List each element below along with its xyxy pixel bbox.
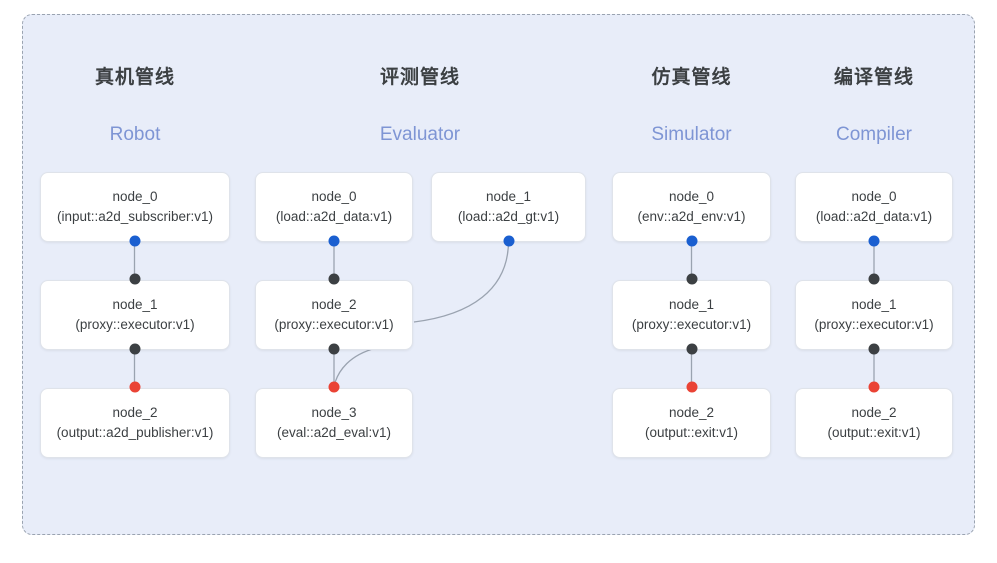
column-title-en-robot: Robot	[109, 124, 161, 145]
port-out-evaluator-2-icon[interactable]	[328, 343, 340, 355]
port-in-simulator-2-icon[interactable]	[686, 381, 697, 393]
node-type: (output::a2d_publisher:v1)	[56, 425, 214, 440]
node-evaluator-3[interactable]: node_3 (eval::a2d_eval:v1)	[255, 388, 413, 458]
node-name: node_0	[112, 189, 158, 204]
port-out-robot-1-icon[interactable]	[129, 343, 140, 355]
node-robot-2[interactable]: node_2 (output::a2d_publisher:v1)	[40, 388, 230, 458]
node-evaluator-1[interactable]: node_1 (load::a2d_gt:v1)	[431, 172, 586, 242]
node-type: (env::a2d_env:v1)	[637, 209, 746, 224]
column-title-en-simulator: Simulator	[651, 124, 732, 145]
port-in-robot-2-icon[interactable]	[129, 381, 140, 393]
port-out-evaluator-1-icon[interactable]	[503, 235, 514, 247]
node-simulator-1[interactable]: node_1 (proxy::executor:v1)	[612, 280, 771, 350]
column-title-en-evaluator: Evaluator	[379, 124, 461, 145]
node-type: (proxy::executor:v1)	[75, 317, 195, 332]
node-name: node_2	[112, 405, 158, 420]
node-type: (load::a2d_data:v1)	[815, 209, 933, 224]
port-out-compiler-0-icon[interactable]	[868, 235, 880, 247]
port-in-compiler-2-icon[interactable]	[868, 381, 880, 393]
node-type: (output::exit:v1)	[827, 425, 921, 440]
node-name: node_1	[485, 189, 532, 204]
column-title-cn-evaluator: 评测管线	[379, 67, 460, 88]
column-title-cn-robot: 真机管线	[94, 67, 175, 88]
node-type: (load::a2d_gt:v1)	[457, 209, 560, 224]
node-type: (input::a2d_subscriber:v1)	[56, 209, 214, 224]
node-evaluator-0[interactable]: node_0 (load::a2d_data:v1)	[255, 172, 413, 242]
node-name: node_2	[668, 405, 715, 420]
port-out-compiler-1-icon[interactable]	[868, 343, 880, 355]
port-out-robot-0-icon[interactable]	[129, 235, 140, 247]
node-type: (proxy::executor:v1)	[274, 317, 394, 332]
node-compiler-2[interactable]: node_2 (output::exit:v1)	[795, 388, 953, 458]
port-in-robot-1-icon[interactable]	[129, 273, 140, 285]
node-name: node_0	[668, 189, 715, 204]
node-name: node_1	[851, 297, 897, 312]
node-robot-1[interactable]: node_1 (proxy::executor:v1)	[40, 280, 230, 350]
port-in-evaluator-2-icon[interactable]	[328, 273, 340, 285]
port-out-simulator-1-icon[interactable]	[686, 343, 697, 355]
node-simulator-0[interactable]: node_0 (env::a2d_env:v1)	[612, 172, 771, 242]
node-name: node_0	[851, 189, 897, 204]
node-type: (eval::a2d_eval:v1)	[276, 425, 392, 440]
port-out-simulator-0-icon[interactable]	[686, 235, 697, 247]
node-robot-0[interactable]: node_0 (input::a2d_subscriber:v1)	[40, 172, 230, 242]
port-in-simulator-1-icon[interactable]	[686, 273, 697, 285]
node-name: node_0	[311, 189, 357, 204]
node-type: (proxy::executor:v1)	[631, 317, 752, 332]
column-title-cn-simulator: 仿真管线	[651, 67, 732, 88]
node-type: (load::a2d_data:v1)	[275, 209, 393, 224]
node-compiler-0[interactable]: node_0 (load::a2d_data:v1)	[795, 172, 953, 242]
column-title-en-compiler: Compiler	[835, 124, 913, 145]
node-type: (output::exit:v1)	[644, 425, 739, 440]
node-name: node_1	[668, 297, 715, 312]
node-compiler-1[interactable]: node_1 (proxy::executor:v1)	[795, 280, 953, 350]
node-name: node_3	[311, 405, 357, 420]
node-name: node_1	[112, 297, 158, 312]
node-name: node_2	[311, 297, 357, 312]
node-name: node_2	[851, 405, 897, 420]
port-out-evaluator-0-icon[interactable]	[328, 235, 340, 247]
node-simulator-2[interactable]: node_2 (output::exit:v1)	[612, 388, 771, 458]
node-evaluator-2[interactable]: node_2 (proxy::executor:v1)	[255, 280, 413, 350]
node-type: (proxy::executor:v1)	[814, 317, 934, 332]
port-in-compiler-1-icon[interactable]	[868, 273, 880, 285]
port-in-evaluator-3-icon[interactable]	[328, 381, 340, 393]
column-title-cn-compiler: 编译管线	[833, 67, 914, 88]
